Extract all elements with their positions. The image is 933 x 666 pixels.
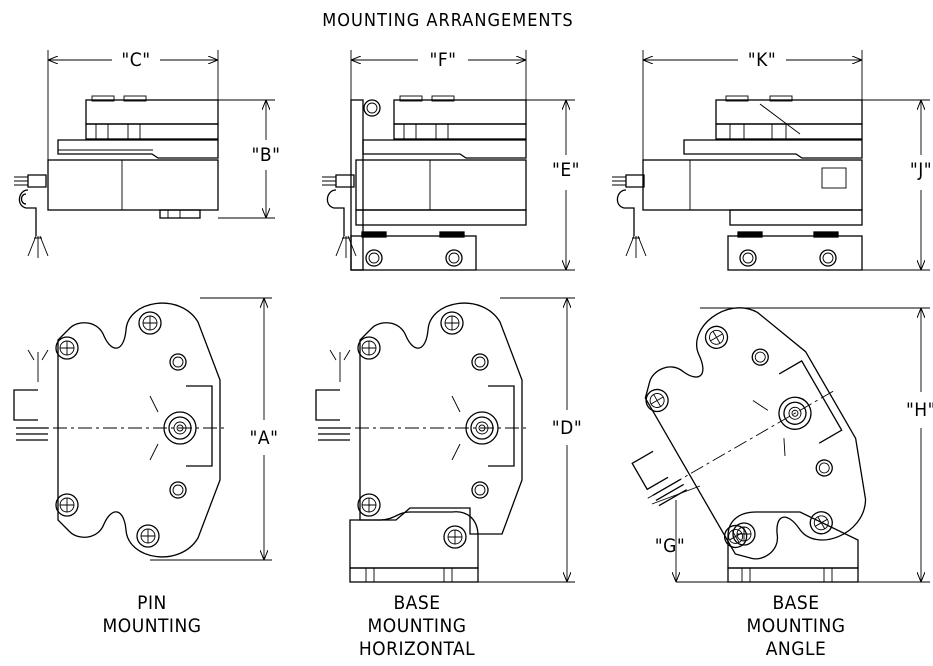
diagram-title: MOUNTING ARRANGEMENTS [322,10,573,31]
dim-label-e: "E" [552,159,580,181]
dim-label-b: "B" [252,144,281,166]
base-mounting-angle-front-view: "G" "H" [631,307,933,583]
caption-angle-line3: ANGLE [766,638,827,660]
dim-label-h: "H" [906,399,933,421]
base-mounting-horizontal-front-view: "D" [315,297,582,583]
base-mounting-angle-side-view: "K" "J" [611,49,932,271]
caption-pin-mounting: PIN MOUNTING [102,592,201,637]
dim-label-k: "K" [748,49,776,71]
caption-angle-line1: BASE [772,592,819,614]
dim-label-c: "C" [121,49,150,71]
dim-label-d: "D" [552,417,582,439]
base-mounting-horizontal-side-view: "F" "E" [321,49,580,271]
caption-base-mounting-horizontal: BASE MOUNTING HORIZONTAL [359,592,475,660]
pin-mounting-side-view: "C" "B" [13,49,281,258]
pin-mounting-front-view: "A" [13,297,279,561]
caption-horizontal-line1: BASE [393,592,440,614]
caption-angle-line2: MOUNTING [746,615,845,637]
dim-label-j: "J" [910,159,932,181]
dim-label-f: "F" [429,49,456,71]
caption-base-mounting-angle: BASE MOUNTING ANGLE [746,592,845,660]
caption-pin-line1: PIN [137,592,167,614]
caption-horizontal-line3: HORIZONTAL [359,638,475,660]
dim-label-g: "G" [655,535,685,557]
caption-pin-line2: MOUNTING [102,615,201,637]
caption-horizontal-line2: MOUNTING [367,615,466,637]
dim-label-a: "A" [250,427,279,449]
